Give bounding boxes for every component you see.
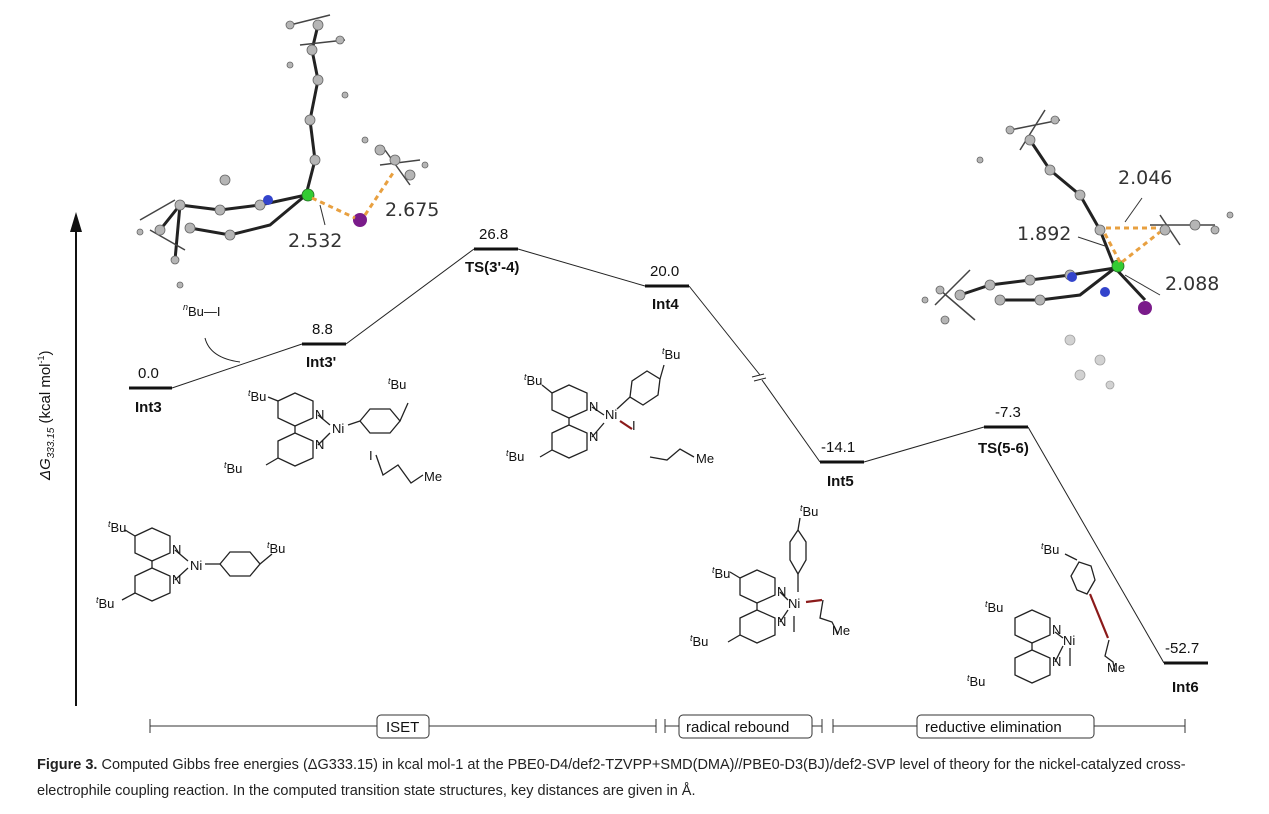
svg-text:tBu: tBu bbox=[224, 460, 242, 476]
energy-levels: 0.0 Int3 8.8 Int3' 26.8 TS(3'-4) 20.0 In… bbox=[129, 226, 1208, 696]
svg-text:Ni: Ni bbox=[605, 407, 617, 422]
svg-text:tBu: tBu bbox=[248, 388, 266, 404]
svg-text:Me: Me bbox=[1107, 660, 1125, 675]
svg-text:N: N bbox=[315, 407, 324, 422]
svg-text:N: N bbox=[589, 399, 598, 414]
svg-text:tBu: tBu bbox=[108, 519, 126, 535]
molecule-int4: N N Ni I Me tBu tBu tBu bbox=[506, 346, 714, 466]
svg-text:N: N bbox=[777, 614, 786, 629]
svg-text:N: N bbox=[315, 437, 324, 452]
energy-label: -7.3 bbox=[995, 404, 1021, 421]
level-int6: -52.7 Int6 bbox=[1164, 640, 1208, 696]
svg-text:N: N bbox=[1052, 622, 1061, 637]
phase-bar bbox=[149, 719, 1186, 733]
level-name: Int5 bbox=[827, 473, 854, 490]
reagent-nbu-i: nBu—I bbox=[183, 302, 241, 363]
level-ts34: 26.8 TS(3'-4) bbox=[465, 226, 519, 276]
svg-text:Me: Me bbox=[424, 469, 442, 484]
molecule-int5: N N Ni Me tBu tBu tBu bbox=[690, 503, 850, 649]
level-name: TS(5-6) bbox=[978, 440, 1029, 457]
svg-text:N: N bbox=[777, 584, 786, 599]
distance-label: 2.532 bbox=[288, 230, 342, 252]
svg-text:N: N bbox=[172, 542, 181, 557]
svg-text:tBu: tBu bbox=[1041, 541, 1059, 557]
svg-text:tBu: tBu bbox=[800, 503, 818, 519]
svg-text:tBu: tBu bbox=[985, 599, 1003, 615]
energy-label: 20.0 bbox=[650, 263, 679, 280]
svg-text:Ni: Ni bbox=[1063, 633, 1075, 648]
svg-text:Ni: Ni bbox=[332, 421, 344, 436]
level-name: Int4 bbox=[652, 296, 679, 313]
caption-label: Figure 3. bbox=[37, 757, 98, 773]
energy-label: 8.8 bbox=[312, 321, 333, 338]
phase-radical-rebound: radical rebound bbox=[678, 714, 813, 739]
svg-text:radical rebound: radical rebound bbox=[686, 719, 789, 736]
figure-caption: Figure 3. Computed Gibbs free energies (… bbox=[37, 752, 1259, 804]
phase-reductive-elimination: reductive elimination bbox=[916, 714, 1095, 739]
svg-text:N: N bbox=[1052, 654, 1061, 669]
energy-label: -52.7 bbox=[1165, 640, 1199, 657]
level-int5: -14.1 Int5 bbox=[820, 439, 864, 490]
ts1-3d-structure: 2.532 2.675 bbox=[136, 14, 439, 289]
caption-text: Computed Gibbs free energies (ΔG333.15) … bbox=[37, 757, 1186, 799]
svg-text:Me: Me bbox=[832, 623, 850, 638]
distance-label: 1.892 bbox=[1017, 223, 1071, 245]
svg-text:tBu: tBu bbox=[524, 372, 542, 388]
y-axis-arrowhead bbox=[70, 212, 82, 232]
svg-text:tBu: tBu bbox=[506, 448, 524, 464]
distance-label: 2.088 bbox=[1165, 273, 1219, 295]
svg-text:tBu: tBu bbox=[267, 540, 285, 556]
axis-break-mark bbox=[751, 373, 767, 382]
svg-text:nBu—I: nBu—I bbox=[183, 302, 221, 319]
level-name: Int6 bbox=[1172, 679, 1199, 696]
y-axis-label: ΔG333.15 (kcal mol-1) bbox=[36, 350, 57, 481]
distance-label: 2.046 bbox=[1118, 167, 1172, 189]
energy-label: 0.0 bbox=[138, 365, 159, 382]
distance-label: 2.675 bbox=[385, 199, 439, 221]
svg-text:I: I bbox=[632, 418, 636, 433]
svg-text:I: I bbox=[369, 448, 373, 463]
level-name: Int3 bbox=[135, 399, 162, 416]
phase-iset: ISET bbox=[376, 714, 430, 739]
ts2-3d-structure: 2.046 1.892 2.088 bbox=[921, 109, 1234, 390]
level-name: Int3' bbox=[306, 354, 336, 371]
level-int4: 20.0 Int4 bbox=[645, 263, 689, 313]
level-int3p: 8.8 Int3' bbox=[302, 321, 346, 371]
energy-label: 26.8 bbox=[479, 226, 508, 243]
energy-diagram: ΔG333.15 (kcal mol-1) 0.0 Int3 8.8 Int3'… bbox=[36, 14, 1234, 739]
svg-text:N: N bbox=[172, 572, 181, 587]
molecule-int3p: N N Ni I Me tBu tBu tBu bbox=[224, 376, 442, 484]
level-int3: 0.0 Int3 bbox=[129, 365, 172, 416]
molecule-int6: N N Ni Me tBu tBu tBu bbox=[967, 541, 1125, 689]
energy-label: -14.1 bbox=[821, 439, 855, 456]
svg-text:Me: Me bbox=[696, 451, 714, 466]
svg-text:tBu: tBu bbox=[662, 346, 680, 362]
svg-text:tBu: tBu bbox=[388, 376, 406, 392]
svg-text:Ni: Ni bbox=[190, 558, 202, 573]
svg-text:tBu: tBu bbox=[967, 673, 985, 689]
svg-text:tBu: tBu bbox=[690, 633, 708, 649]
svg-text:N: N bbox=[589, 429, 598, 444]
molecule-int3: N N Ni tBu tBu tBu bbox=[96, 519, 285, 611]
connectors bbox=[171, 248, 1165, 664]
level-ts56: -7.3 TS(5-6) bbox=[978, 404, 1029, 457]
svg-text:ISET: ISET bbox=[386, 719, 419, 736]
svg-text:Ni: Ni bbox=[788, 596, 800, 611]
level-name: TS(3'-4) bbox=[465, 259, 519, 276]
svg-text:reductive elimination: reductive elimination bbox=[925, 719, 1062, 736]
svg-text:tBu: tBu bbox=[712, 565, 730, 581]
svg-text:tBu: tBu bbox=[96, 595, 114, 611]
